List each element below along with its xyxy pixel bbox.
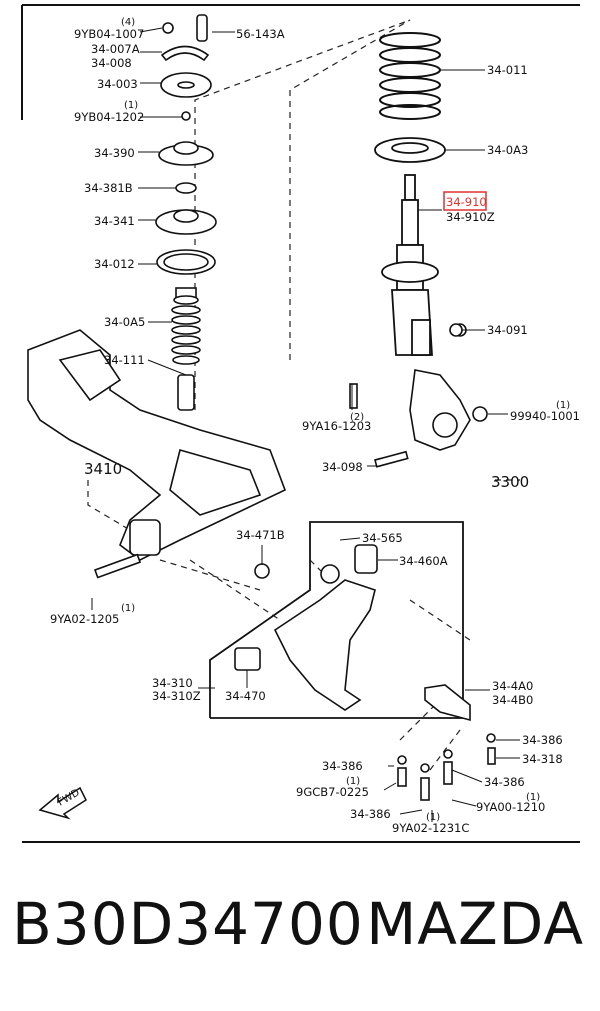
- part-label-34-0A5: 34-0A5: [104, 315, 145, 329]
- spring-seat: [374, 137, 446, 163]
- subframe: [27, 329, 287, 561]
- part-label-34-386: 34-386: [350, 807, 391, 821]
- part-label-34-386: 34-386: [484, 775, 525, 789]
- part-label-34-0A3: 34-0A3: [487, 143, 528, 157]
- part-label-34-910Z: 34-910Z: [446, 210, 495, 224]
- part-label-34-341: 34-341: [94, 214, 135, 228]
- mount-parts: [155, 14, 217, 275]
- part-label-34-003: 34-003: [97, 77, 138, 91]
- part-label-34-011: 34-011: [487, 63, 528, 77]
- part-label-9YA02-1205: 9YA02-1205: [50, 612, 119, 626]
- part-label-34-471B: 34-471B: [236, 528, 285, 542]
- highlight-box: [443, 191, 487, 211]
- qty-label: (1): [426, 812, 440, 823]
- part-label-9GCB7-0225: 9GCB7-0225: [296, 785, 369, 799]
- qty-label: (1): [526, 792, 540, 803]
- part-label-34-4B0: 34-4B0: [492, 693, 533, 707]
- part-label-9YB04-1202: 9YB04-1202: [74, 110, 144, 124]
- part-label-34-565: 34-565: [362, 531, 403, 545]
- part-label-34-008: 34-008: [91, 56, 132, 70]
- part-label-34-111: 34-111: [104, 353, 145, 367]
- part-label-34-910: 34-910: [446, 195, 487, 209]
- group-label-3300: 3300: [491, 473, 529, 491]
- part-label-34-470: 34-470: [225, 689, 266, 703]
- qty-label: (1): [121, 603, 135, 614]
- qty-label: (2): [350, 412, 364, 423]
- part-label-9YA16-1203: 9YA16-1203: [302, 419, 371, 433]
- qty-label: (1): [346, 776, 360, 787]
- part-label-9YA02-1231C: 9YA02-1231C: [392, 821, 469, 835]
- labels: (4) 9YB04-1007 56-143A 34-007A 34-008 34…: [50, 17, 580, 835]
- part-label-9YA00-1210: 9YA00-1210: [476, 800, 545, 814]
- qty-label: (4): [121, 17, 135, 28]
- part-label-56-143A: 56-143A: [236, 27, 285, 41]
- part-label-34-012: 34-012: [94, 257, 135, 271]
- qty-label: (1): [124, 100, 138, 111]
- part-label-34-381B: 34-381B: [84, 181, 133, 195]
- steering-knuckle: [409, 323, 488, 451]
- part-label-34-318: 34-318: [522, 752, 563, 766]
- part-label-34-310Z: 34-310Z: [152, 689, 201, 703]
- bolts: [349, 323, 463, 468]
- part-label-34-310: 34-310: [152, 676, 193, 690]
- part-label-34-007A: 34-007A: [91, 42, 140, 56]
- lower-arm: [93, 544, 378, 711]
- part-label-34-098: 34-098: [322, 460, 363, 474]
- part-label-34-390: 34-390: [94, 146, 135, 160]
- parts-diagram: FWD: [21, 4, 580, 843]
- bracket: [397, 684, 496, 801]
- part-label-99940-1001: 99940-1001: [510, 409, 580, 423]
- strut-assembly: [381, 174, 439, 356]
- part-number: B30D34700: [12, 890, 364, 958]
- qty-label: (1): [556, 400, 570, 411]
- part-label-34-4A0: 34-4A0: [492, 679, 533, 693]
- leader-lines: [91, 27, 520, 822]
- dust-boot: [171, 287, 201, 411]
- fwd-arrow: FWD: [38, 786, 87, 820]
- brand-name: MAZDA: [366, 890, 584, 958]
- group-label-3410: 3410: [84, 460, 122, 478]
- coil-spring: [379, 32, 441, 120]
- part-label-34-091: 34-091: [487, 323, 528, 337]
- part-label-34-460A: 34-460A: [399, 554, 448, 568]
- part-label-34-386: 34-386: [522, 733, 563, 747]
- part-label-34-386: 34-386: [322, 759, 363, 773]
- footer: B30D34700 MAZDA: [0, 890, 600, 980]
- part-label-9YB04-1007: 9YB04-1007: [74, 27, 144, 41]
